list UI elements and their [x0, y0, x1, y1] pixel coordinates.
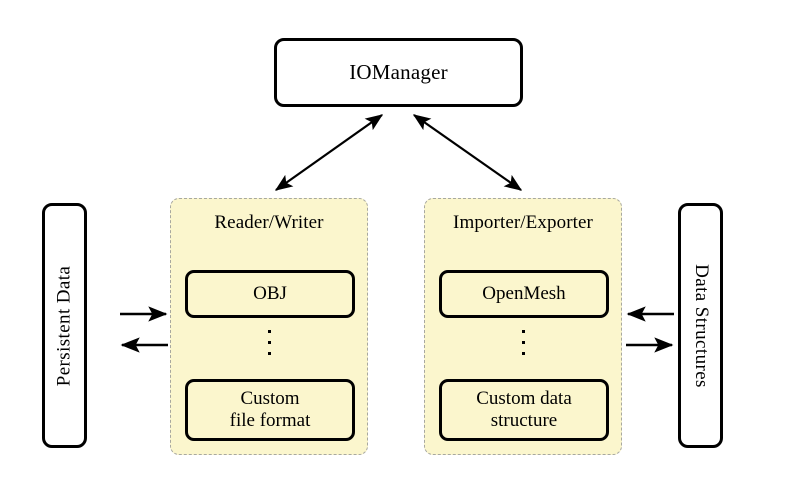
node-iomanager[interactable]: IOManager — [274, 38, 523, 107]
node-data-structures[interactable]: Data Structures — [678, 203, 723, 448]
node-openmesh[interactable]: OpenMesh — [439, 270, 609, 318]
ellipsis-dot — [521, 330, 525, 333]
ellipsis-dot — [267, 330, 271, 333]
node-iomanager-label: IOManager — [349, 60, 448, 84]
group-importer-exporter-title: Importer/Exporter — [453, 212, 593, 233]
connector-manager-readerwriter — [274, 114, 384, 191]
node-persistent-data[interactable]: Persistent Data — [42, 203, 87, 448]
node-obj[interactable]: OBJ — [185, 270, 355, 318]
node-data-structures-label: Data Structures — [690, 263, 712, 388]
group-reader-writer-title: Reader/Writer — [214, 212, 324, 233]
connector-manager-importerexporter — [412, 114, 523, 191]
node-obj-label: OBJ — [253, 282, 287, 304]
ellipsis-dot — [521, 352, 525, 355]
ellipsis-dot — [267, 352, 271, 355]
ellipsis-dot — [521, 341, 525, 344]
node-openmesh-label: OpenMesh — [482, 282, 566, 304]
ellipsis-reader-writer — [171, 330, 367, 355]
ellipsis-dot — [267, 341, 271, 344]
ellipsis-importer-exporter — [425, 330, 621, 355]
node-persistent-data-label: Persistent Data — [53, 265, 75, 386]
